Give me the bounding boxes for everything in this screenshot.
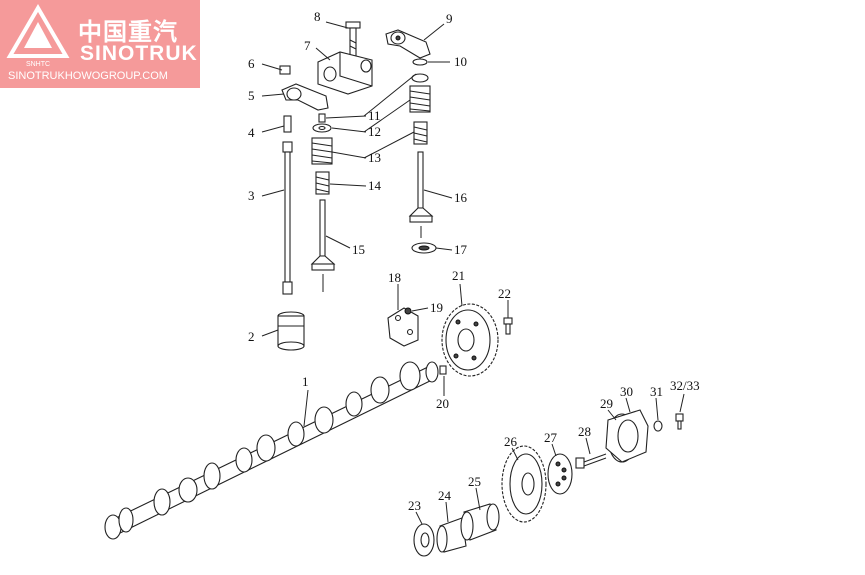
part-right-spring-seat [411, 73, 429, 83]
part-5-rocker-arm [281, 83, 329, 111]
label-13: 13 [368, 150, 381, 165]
part-22-gear-bolt [503, 317, 513, 335]
part-13-outer-spring [311, 137, 333, 165]
brand-watermark: SNHTC 中国重汽 SINOTRUK SINOTRUKHOWOGROUP.CO… [0, 0, 200, 88]
logo-chinese-text: 中国重汽 [78, 18, 178, 46]
part-8-bolt [345, 21, 361, 59]
part-14-inner-spring [315, 171, 330, 195]
label-18: 18 [388, 270, 401, 285]
part-25-sleeve [460, 503, 500, 541]
part-10-clip [412, 58, 428, 66]
label-25: 25 [468, 474, 481, 489]
part-27-gear-plate [547, 453, 573, 495]
label-31: 31 [650, 384, 663, 399]
part-6-nut [279, 65, 291, 75]
svg-text:SNHTC: SNHTC [26, 61, 50, 68]
part-28-bolt [575, 453, 607, 469]
label-5: 5 [248, 88, 255, 103]
label-32-33: 32/33 [670, 378, 700, 393]
part-17-valve-seat-insert [411, 242, 437, 254]
part-21-camshaft-gear [441, 303, 499, 377]
part-1-camshaft [104, 361, 439, 540]
part-right-outer-spring [409, 85, 431, 113]
label-23: 23 [408, 498, 421, 513]
part-4-adjusting-screw [283, 115, 292, 133]
logo-url-text: SINOTRUKHOWOGROUP.COM [8, 70, 168, 82]
leader-lines [261, 21, 685, 525]
part-20-dowel-pin [439, 365, 447, 375]
logo-english-text: SINOTRUK [80, 42, 198, 65]
label-3: 3 [248, 188, 255, 203]
label-1: 1 [302, 374, 309, 389]
label-4: 4 [248, 125, 255, 140]
part-9-rocker-arm [385, 29, 431, 59]
part-12-spring-seat [312, 123, 332, 133]
part-32-33-bolt [675, 413, 684, 430]
part-16-exhaust-valve [408, 151, 434, 238]
label-19: 19 [430, 300, 443, 315]
label-17: 17 [454, 242, 468, 257]
label-6: 6 [248, 56, 255, 71]
label-15: 15 [352, 242, 365, 257]
sinotruk-emblem-icon: SNHTC [6, 4, 70, 68]
part-18-thrust-plate [387, 307, 419, 347]
label-9: 9 [446, 11, 453, 26]
label-24: 24 [438, 488, 452, 503]
label-16: 16 [454, 190, 468, 205]
label-22: 22 [498, 286, 511, 301]
part-31-washer [653, 420, 663, 432]
part-19-bolt [404, 307, 412, 315]
label-7: 7 [304, 38, 311, 53]
label-2: 2 [248, 329, 255, 344]
label-30: 30 [620, 384, 633, 399]
label-8: 8 [314, 9, 321, 24]
part-30-cover [605, 409, 649, 463]
part-11-valve-collet [318, 113, 326, 123]
label-20: 20 [436, 396, 449, 411]
label-21: 21 [452, 268, 465, 283]
label-10: 10 [454, 54, 467, 69]
part-15-intake-valve [310, 199, 336, 292]
part-26-idler-gear [501, 445, 547, 523]
part-2-tappet [277, 311, 305, 351]
part-3-push-rod [282, 141, 293, 295]
label-11: 11 [368, 108, 381, 123]
part-23-thrust-washer [413, 523, 435, 557]
part-right-inner-spring [413, 121, 428, 145]
callout-labels: 1 2 3 4 5 6 7 8 9 10 11 12 13 14 15 16 1… [248, 9, 700, 513]
label-14: 14 [368, 178, 382, 193]
label-12: 12 [368, 124, 381, 139]
label-27: 27 [544, 430, 558, 445]
label-28: 28 [578, 424, 591, 439]
part-7-rocker-support [317, 51, 373, 95]
label-26: 26 [504, 434, 518, 449]
part-24-hub [436, 517, 467, 553]
label-29: 29 [600, 396, 613, 411]
